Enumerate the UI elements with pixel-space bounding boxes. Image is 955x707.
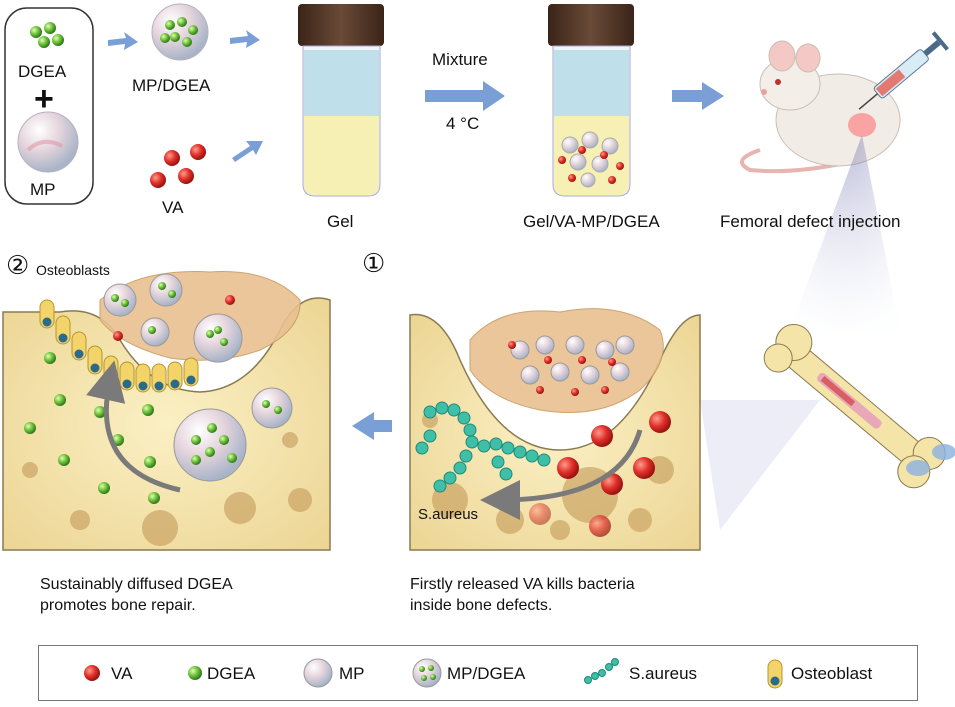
loaded-microparticle-icon: [412, 658, 442, 688]
femur-bone-icon: [763, 323, 955, 489]
legend-item-va: VA: [111, 664, 133, 683]
saureus-label: S.aureus: [418, 506, 479, 523]
legend: VA DGEA MP MP/DGEA S.aureus Osteoblast: [38, 645, 918, 701]
green-sphere-icon: [188, 666, 202, 680]
legend-icons: [84, 658, 783, 689]
mp-dgea-label: MP/DGEA: [132, 76, 211, 95]
mixture-label: Mixture: [432, 50, 488, 69]
caption-step2: Sustainably diffused DGEA promotes bone …: [40, 576, 233, 614]
flow-arrows-top: [108, 30, 724, 162]
bacteria-chain-icon: [584, 658, 619, 684]
dgea-label: DGEA: [18, 62, 67, 81]
legend-item-mp-dgea: MP/DGEA: [447, 664, 526, 683]
gel-vial-icon: [298, 4, 384, 197]
mp-sphere-icon: [17, 111, 79, 173]
components-box: [4, 7, 94, 205]
va-label: VA: [162, 198, 184, 217]
step-arrow-left: [352, 412, 392, 440]
gel-mixture-vial-icon: [548, 4, 634, 197]
legend-item-dgea: DGEA: [207, 664, 256, 683]
temperature-label: 4 °C: [446, 114, 480, 133]
microparticle-icon: [303, 658, 333, 688]
legend-item-osteoblast: Osteoblast: [791, 664, 873, 683]
syringe-icon: [858, 31, 949, 110]
mp-dgea-particle-icon: [151, 3, 209, 61]
mixture-arrow: [425, 81, 505, 111]
defect-panel-step1: [409, 308, 701, 551]
gel-mixture-label: Gel/VA-MP/DGEA: [523, 212, 660, 231]
red-sphere-icon: [84, 665, 100, 681]
light-beam: [700, 135, 900, 530]
mp-label: MP: [30, 180, 56, 199]
defect-panel-step2: [2, 271, 331, 551]
plus-sign: +: [34, 80, 54, 118]
osteoblasts-label: Osteoblasts: [36, 262, 110, 278]
injection-label: Femoral defect injection: [720, 212, 901, 231]
step1-marker: ①: [362, 248, 386, 278]
dgea-cluster-icon: [30, 22, 64, 48]
mouse-illustration: [740, 40, 901, 174]
gel-label: Gel: [327, 212, 354, 231]
legend-item-saureus: S.aureus: [629, 664, 698, 683]
va-cluster-icon: [150, 144, 206, 188]
step2-marker: ②: [6, 250, 30, 280]
caption-step1: Firstly released VA kills bacteria insid…: [410, 576, 635, 614]
legend-item-mp: MP: [339, 664, 365, 683]
osteoblast-icon: [767, 659, 783, 689]
